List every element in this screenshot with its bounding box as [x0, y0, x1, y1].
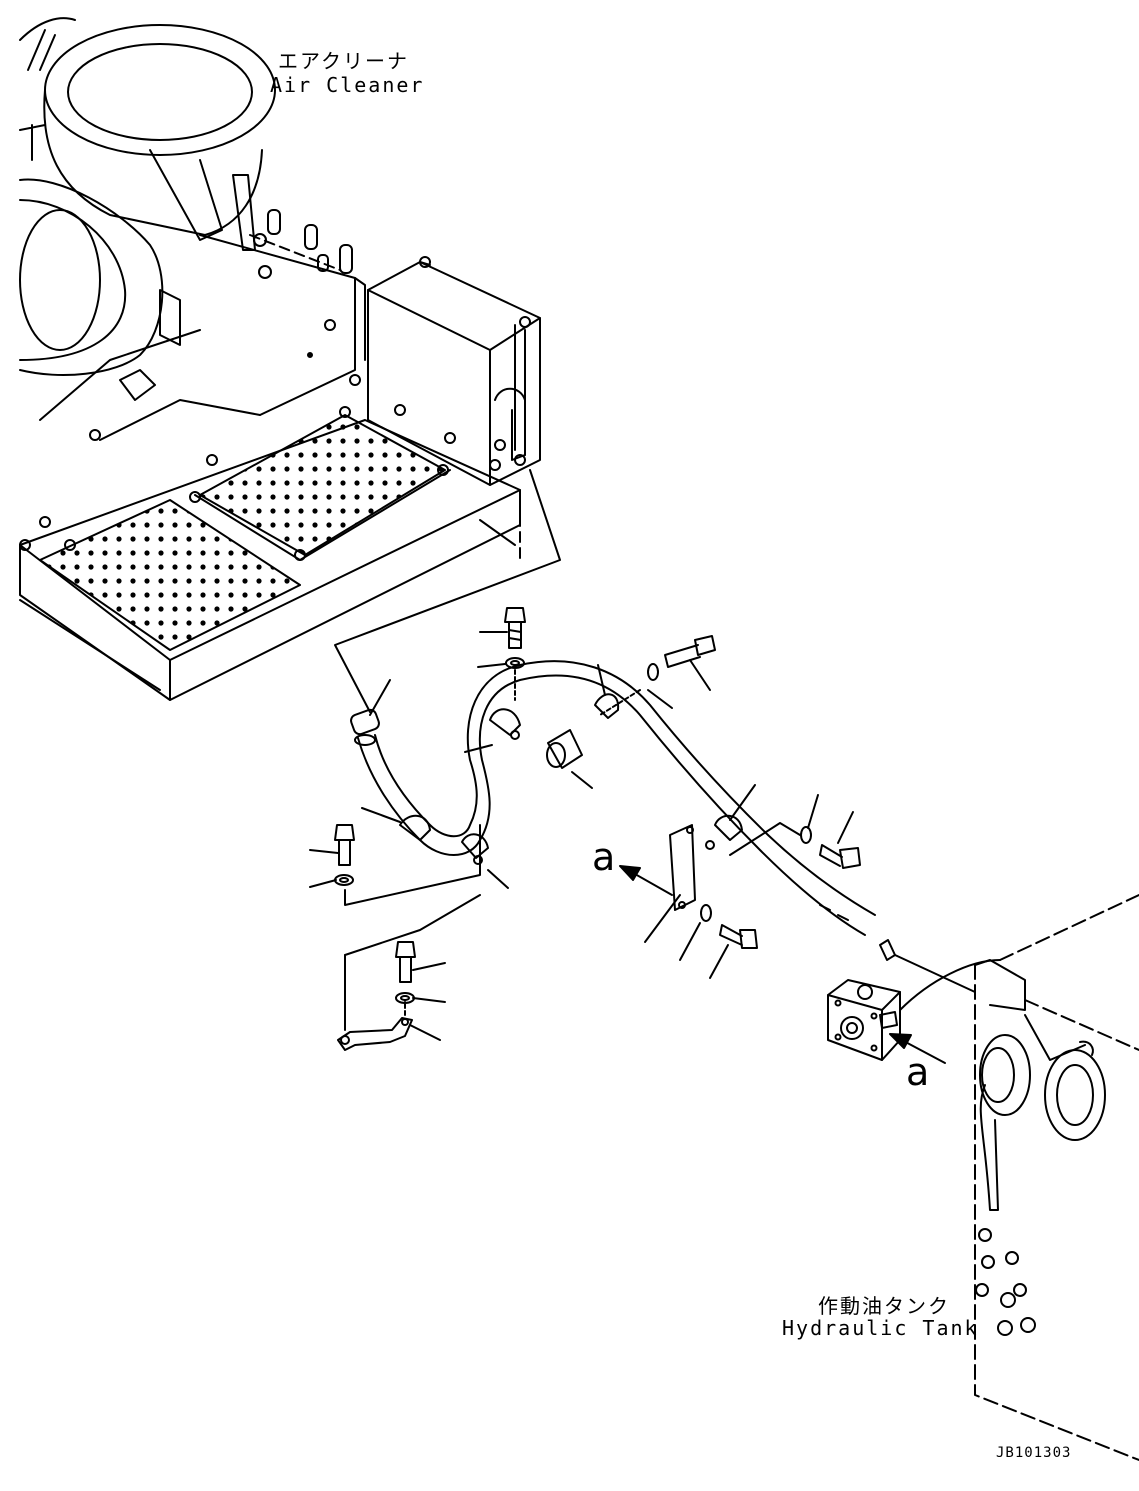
- part-leaders: [309, 631, 854, 1041]
- valve-block: [827, 954, 976, 1061]
- air-cleaner: [19, 17, 276, 376]
- floor-plate: [19, 406, 521, 701]
- hydraulic-tank-label-en: Hydraulic Tank: [782, 1316, 979, 1340]
- air-cleaner-label-en: Air Cleaner: [270, 73, 425, 97]
- air-cleaner-label-jp: エアクリーナ: [278, 49, 409, 73]
- hose-assembly: [337, 660, 896, 1051]
- view-arrows: [619, 865, 946, 1064]
- view-a-label-2: a: [906, 1050, 930, 1094]
- leader-line: [334, 469, 561, 713]
- drawing-code: JB101303: [996, 1445, 1072, 1461]
- hydraulic-tank-label-jp: 作動油タンク: [818, 1294, 950, 1318]
- view-a-label-1: a: [592, 835, 616, 879]
- bolts: [334, 607, 861, 1031]
- hydraulic-tank: [899, 894, 1139, 1461]
- engine-cover: [39, 234, 366, 441]
- fitting-group: [253, 209, 353, 358]
- control-box: [349, 256, 541, 486]
